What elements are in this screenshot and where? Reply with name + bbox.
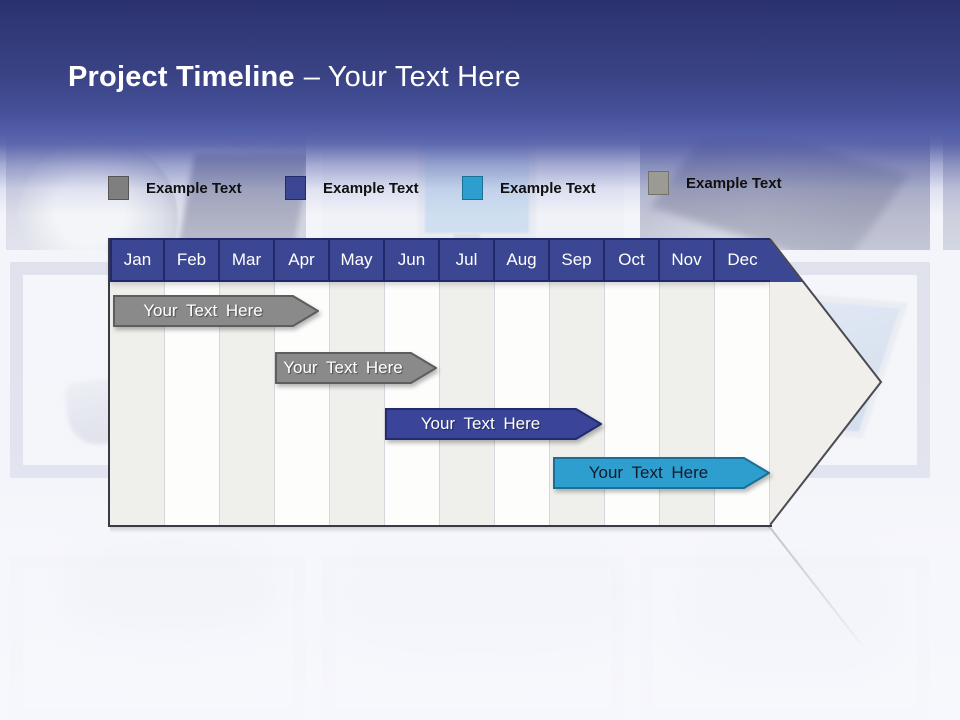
slide-title[interactable]: Project Timeline– Your Text Here xyxy=(68,61,521,94)
legend-item-3[interactable]: Example Text xyxy=(462,175,596,201)
legend-label: Example Text xyxy=(146,179,242,197)
legend-label: Example Text xyxy=(686,174,782,192)
grid-column-aug xyxy=(495,282,550,525)
grid-column-may xyxy=(330,282,385,525)
chart-left-border xyxy=(108,238,110,527)
legend-item-4[interactable]: Example Text xyxy=(648,170,782,196)
month-cell-jan: Jan xyxy=(110,238,165,282)
gantt-bar-label: Your Text Here xyxy=(143,301,263,320)
grid-column-jun xyxy=(385,282,440,525)
legend-item-1[interactable]: Example Text xyxy=(108,175,242,201)
month-cell-nov: Nov xyxy=(660,238,715,282)
legend-swatch xyxy=(108,176,129,200)
month-cell-dec: Dec xyxy=(715,238,770,282)
legend-swatch xyxy=(462,176,483,200)
month-cell-mar: Mar xyxy=(220,238,275,282)
gantt-bar-shape xyxy=(385,408,602,440)
gantt-bar-4[interactable]: Your Text Here xyxy=(553,457,770,489)
gantt-bar-label: Your Text Here xyxy=(420,414,541,433)
gantt-bar-label: Your Text Here xyxy=(588,463,709,482)
title-primary: Project Timeline xyxy=(68,61,295,93)
month-cell-aug: Aug xyxy=(495,238,550,282)
month-cell-oct: Oct xyxy=(605,238,660,282)
month-cell-feb: Feb xyxy=(165,238,220,282)
legend-item-2[interactable]: Example Text xyxy=(285,175,419,201)
gantt-bar-3[interactable]: Your Text Here xyxy=(385,408,602,440)
gantt-bar-2[interactable]: Your Text Here xyxy=(275,352,437,384)
gantt-bar-shape xyxy=(553,457,770,489)
gantt-bar-label: Your Text Here xyxy=(283,358,403,377)
gantt-bar-shape xyxy=(113,295,319,327)
timeline-arrowhead xyxy=(770,238,883,526)
month-cell-may: May xyxy=(330,238,385,282)
title-secondary: – Your Text Here xyxy=(303,61,521,93)
gantt-bar-shape xyxy=(275,352,437,384)
legend-label: Example Text xyxy=(500,179,596,197)
month-cell-jun: Jun xyxy=(385,238,440,282)
legend-swatch xyxy=(285,176,306,200)
month-cell-sep: Sep xyxy=(550,238,605,282)
legend-label: Example Text xyxy=(323,179,419,197)
month-cell-apr: Apr xyxy=(275,238,330,282)
gantt-bar-1[interactable]: Your Text Here xyxy=(113,295,319,327)
legend-swatch xyxy=(648,171,669,195)
chart-reflection-band xyxy=(110,527,770,533)
chart-bottom-border xyxy=(108,525,772,527)
grid-column-jul xyxy=(440,282,495,525)
month-cell-jul: Jul xyxy=(440,238,495,282)
